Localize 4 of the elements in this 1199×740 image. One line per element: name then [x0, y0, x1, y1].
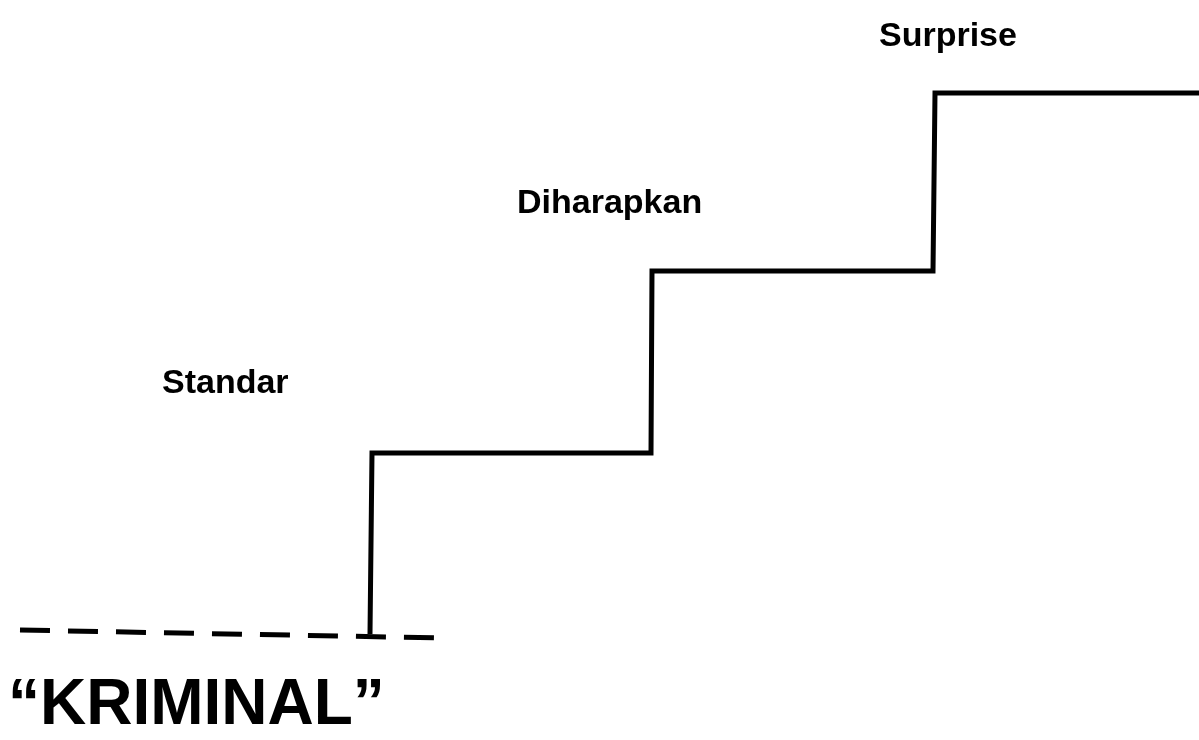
step-label: Surprise [879, 17, 1017, 51]
step-label: Standar [162, 364, 289, 398]
baseline-label: “KRIMINAL” [8, 670, 385, 734]
step-label: Diharapkan [517, 184, 703, 218]
